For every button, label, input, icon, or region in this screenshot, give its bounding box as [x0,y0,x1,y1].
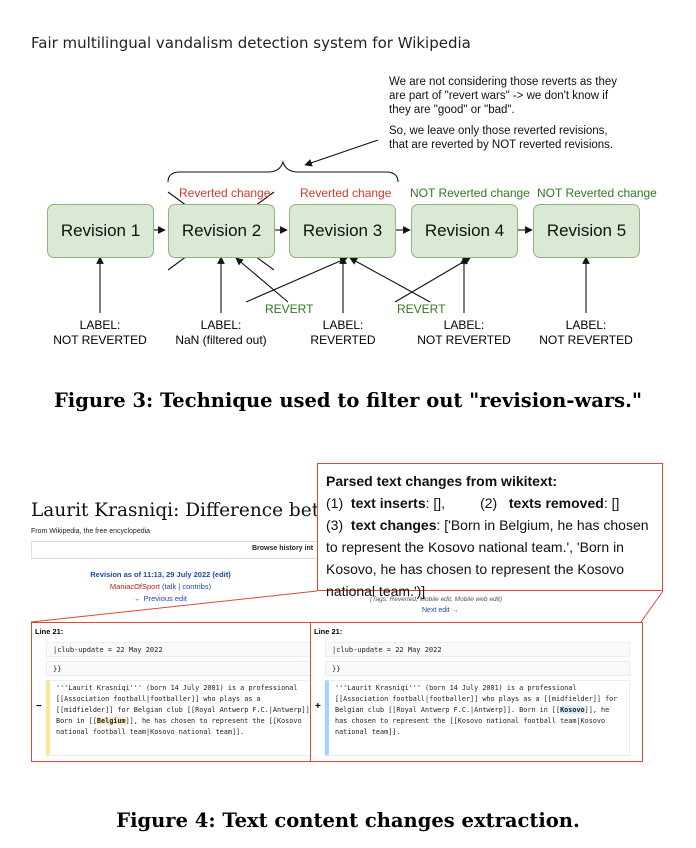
header-not-reverted-5: NOT Reverted change [537,186,657,200]
revert-label-1: REVERT [265,302,314,316]
revert-arrow-3-to-4 [394,257,471,303]
code-row-closing-braces: }} [46,661,327,676]
running-title: Fair multilingual vandalism detection sy… [31,34,471,52]
note-line-4: So, we leave only those reverted revisio… [389,125,608,137]
author-link[interactable]: ManiacOfSport [109,582,160,591]
edit-tags: (Tags: Reverted, Mobile edit, Mobile web… [370,596,502,603]
label-title: LABEL: [79,318,121,332]
line-number-label: Line 21: [35,627,64,636]
label-value: NOT REVERTED [417,333,511,347]
code-row-club-update: |club-update = 22 May 2022 [325,642,630,657]
label-revision-2: LABEL: NaN (filtered out) [161,318,281,348]
revert-arrow-4-to-3 [349,257,431,303]
figure-3-caption: Figure 3: Technique used to filter out "… [53,389,643,412]
code-row-club-update: |club-update = 22 May 2022 [46,642,327,657]
note-line-3: they are "good" or "bad". [389,104,515,116]
author-line: ManiacOfSport (talk | contribs) [33,581,288,593]
label-revision-4: LABEL: NOT REVERTED [414,318,514,348]
figure-4-caption: Figure 4: Text content changes extractio… [116,809,580,832]
revision-info: Revision as of 11:13, 29 July 2022 (edit… [33,569,288,605]
removed-line-sign: − [36,701,42,712]
label-title: LABEL: [322,318,364,332]
code-text: ]], he has chosen to represent the [[Kos… [335,706,610,736]
label-value: NOT REVERTED [539,333,633,347]
previous-edit-link[interactable]: ← Previous edit [134,594,187,603]
next-edit-link[interactable]: Next edit → [422,607,459,614]
header-not-reverted-4: NOT Reverted change [410,186,530,200]
item-number: (3) [326,517,344,533]
revert-arrow-3-to-2 [235,257,289,303]
popup-line-3: (3) text changes: ['Born in Belgium, he … [326,514,654,602]
item-label: text changes [350,517,437,533]
revert-arrow-2-to-3 [245,257,348,303]
popup-line-1: (1) text inserts: [], (2) texts removed:… [326,492,654,514]
note-line-1: We are not considering those reverts as … [389,76,617,88]
node-revision-3: Revision 3 [289,204,396,258]
header-reverted-2: Reverted change [179,186,271,200]
note-line-5: that are reverted by NOT reverted revisi… [389,139,614,151]
popup-heading: Parsed text changes from wikitext: [326,473,558,489]
diff-panel-after: Line 21: |club-update = 22 May 2022 }} +… [310,622,643,762]
label-revision-5: LABEL: NOT REVERTED [536,318,636,348]
item-value: : ['Born in Belgium, he has chosen to re… [326,517,649,599]
header-reverted-3: Reverted change [300,186,392,200]
item-value: : [] [603,495,620,511]
label-revision-1: LABEL: NOT REVERTED [50,318,150,348]
line-number-label: Line 21: [314,627,343,636]
browse-history-label: Browse history int [252,545,314,552]
label-value: REVERTED [310,333,376,347]
label-revision-3: LABEL: REVERTED [293,318,393,348]
figure-3-arrows [96,139,590,313]
added-word: Kosovo [560,706,585,714]
label-value: NOT REVERTED [53,333,147,347]
removed-line-code: '''Laurit Krasniqi''' (born 14 July 2001… [46,680,327,756]
item-number: (1) [326,495,344,511]
label-value: NaN (filtered out) [175,333,267,347]
note-arrow [304,139,379,167]
added-line-sign: + [315,701,321,712]
wiki-subtitle: From Wikipedia, the free encyclopedia [31,528,151,535]
author-talk-contribs[interactable]: (talk | contribs) [162,582,212,591]
item-label: text inserts [350,495,426,511]
label-title: LABEL: [565,318,607,332]
node-revision-2: Revision 2 [168,204,275,258]
code-text: '''Laurit Krasniqi''' (born 14 July 2001… [56,684,314,725]
added-line-code: '''Laurit Krasniqi''' (born 14 July 2001… [325,680,630,756]
label-title: LABEL: [443,318,485,332]
node-revision-5: Revision 5 [533,204,640,258]
note-line-2: are part of "revert wars" -> we don't kn… [389,90,609,102]
code-row-closing-braces: }} [325,661,630,676]
removed-word: Belgium [96,717,126,725]
parsed-changes-popup: Parsed text changes from wikitext: (1) t… [317,463,663,599]
item-value: : [], [425,495,446,511]
item-number: (2) [480,495,498,511]
node-revision-4: Revision 4 [411,204,518,258]
diff-panel-before: Line 21: |club-update = 22 May 2022 }} −… [31,622,338,762]
code-text: '''Laurit Krasniqi''' (born 14 July 2001… [335,684,618,714]
curly-brace [167,160,399,183]
revert-label-2: REVERT [397,302,446,316]
item-label: texts removed [508,495,604,511]
label-title: LABEL: [200,318,242,332]
node-revision-1: Revision 1 [47,204,154,258]
code-text: ]], he has chosen to represent the [[Kos… [56,717,302,736]
revision-timestamp-link[interactable]: Revision as of 11:13, 29 July 2022 (edit… [90,570,231,579]
